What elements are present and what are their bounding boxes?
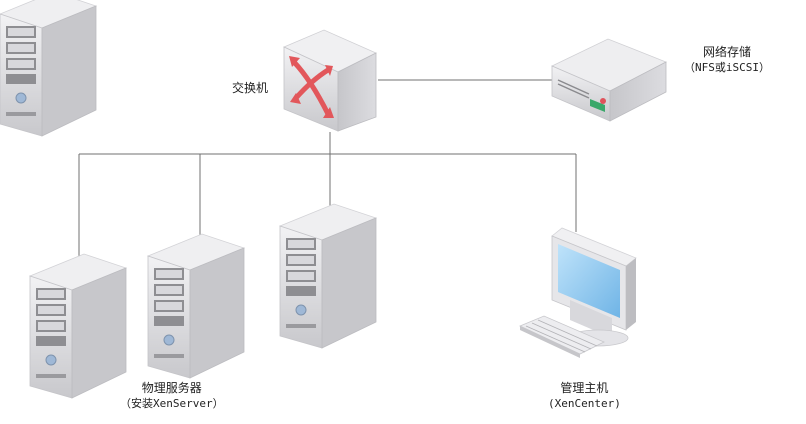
servers-label-title: 物理服务器 xyxy=(141,381,202,395)
nas-label-title: 网络存储 xyxy=(702,45,751,59)
management-label-title: 管理主机 xyxy=(560,381,609,395)
keyboard-icon xyxy=(519,315,605,358)
monitor-icon xyxy=(551,227,637,347)
server-tower-icon xyxy=(0,0,98,137)
connection-lines xyxy=(78,79,577,258)
management-label: 管理主机 (XenCenter) xyxy=(548,380,621,412)
servers-label: 物理服务器 （安装XenServer） xyxy=(120,380,224,412)
switch-label: 交换机 xyxy=(232,81,269,95)
nas-storage-icon xyxy=(551,38,667,122)
nas-label: 网络存储 （NFS或iSCSI） xyxy=(684,44,770,76)
servers-label-sub: （安装XenServer） xyxy=(120,397,224,410)
switch-icon xyxy=(283,29,377,132)
management-label-sub: (XenCenter) xyxy=(548,397,621,410)
nas-label-sub: （NFS或iSCSI） xyxy=(684,61,770,74)
